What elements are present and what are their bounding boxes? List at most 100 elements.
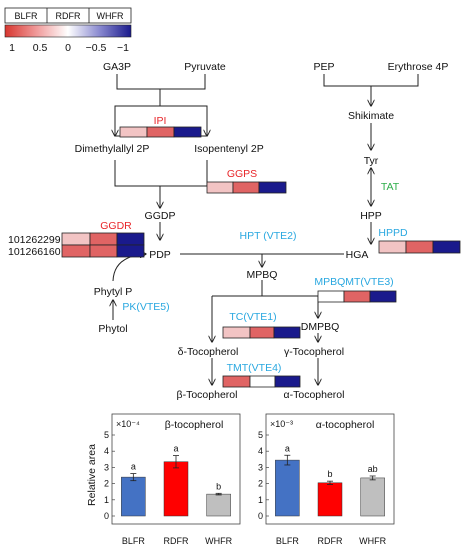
enzyme-ggps: GGPS [227, 168, 257, 180]
metabolite-erythrose-4p: Erythrose 4P [388, 61, 449, 73]
chart-alpha-category-blfr: BLFR [276, 536, 300, 546]
chart-alpha-ytick-label-5: 5 [258, 430, 263, 440]
chart-beta-bar-rdfr [163, 461, 189, 517]
heatmap-ipi-cell-whfr [173, 126, 202, 138]
chart-alpha-letter-whfr: ab [368, 464, 378, 474]
legend-scale-0: 0 [65, 42, 71, 54]
chart-alpha-ytick-label-1: 1 [258, 495, 263, 505]
metabolite-ga3p: GA3P [103, 61, 131, 73]
chart-beta-ytick-label-0: 0 [104, 511, 109, 521]
chart-alpha-ytick-label-0: 0 [258, 511, 263, 521]
bar-charts: Relative area ×10⁻⁴ β-tocopherol 0 1 2 3 4 5 a… [86, 413, 395, 546]
chart-alpha-category-rdfr: RDFR [318, 536, 343, 546]
chart-beta-ytick-label-5: 5 [104, 430, 109, 440]
heatmap-ggdr-row2-cell-whfr [116, 244, 145, 258]
legend-scale-neg-1: −1 [117, 42, 129, 54]
chart-beta-ytick-label-2: 2 [104, 479, 109, 489]
enzyme-ggdr: GGDR [100, 220, 132, 232]
chart-beta-ytick-label-4: 4 [104, 446, 109, 456]
heatmap-tc [222, 326, 301, 339]
heatmaps [61, 126, 461, 388]
metabolite-isopentenyl-2p: Isopentenyl 2P [194, 143, 263, 155]
chart-alpha-ytick-label-3: 3 [258, 462, 263, 472]
chart-alpha-scale-note: ×10⁻³ [270, 419, 293, 429]
chart-alpha-tocopherol: ×10⁻³ α-tocopherol 012345aBLFRbRDFRabWHF… [258, 413, 395, 546]
heatmap-ggdr-row1-cell-blfr [61, 232, 91, 246]
heatmap-hppd-cell-rdfr [405, 240, 434, 254]
enzyme-tat: TAT [381, 181, 400, 193]
heatmap-ggdr-row2-cell-blfr [61, 244, 91, 258]
metabolite-gamma-tocopherol: γ-Tocopherol [284, 346, 344, 358]
heatmap-ggps-cell-rdfr [232, 181, 260, 194]
chart-alpha-letter-rdfr: b [327, 469, 332, 479]
metabolite-pyruvate: Pyruvate [184, 61, 226, 73]
enzyme-tc: TC(VTE1) [229, 311, 276, 323]
legend-header-rdfr: RDFR [56, 11, 81, 21]
chart-beta-category-blfr: BLFR [122, 536, 146, 546]
chart-beta-frame [111, 413, 241, 525]
chart-alpha-ytick-label-2: 2 [258, 479, 263, 489]
heatmap-mpbqmt-cell-whfr [369, 290, 397, 303]
legend-scale-neg-0-5: −0.5 [86, 42, 107, 54]
chart-beta-category-whfr: WHFR [205, 536, 232, 546]
chart-beta-category-rdfr: RDFR [164, 536, 189, 546]
legend: BLFR RDFR WHFR 1 0.5 0 −0.5 −1 [4, 7, 132, 54]
chart-alpha-bar-whfr [360, 477, 385, 517]
heatmap-ipi-cell-blfr [119, 126, 148, 138]
metabolite-tyr: Tyr [364, 155, 379, 167]
heatmap-ggps-cell-whfr [258, 181, 287, 194]
heatmap-tmt-cell-whfr [274, 375, 301, 388]
chart-beta-letter-whfr: b [216, 481, 221, 491]
metabolite-shikimate: Shikimate [348, 110, 394, 122]
heatmap-hppd-cell-blfr [378, 240, 407, 254]
metabolite-hpp: HPP [360, 210, 382, 222]
metabolite-dmpbq: DMPBQ [301, 321, 340, 333]
heatmap-tc-cell-whfr [273, 326, 301, 339]
heatmap-mpbqmt-cell-blfr [317, 290, 345, 303]
metabolite-beta-tocopherol: β-Tocopherol [177, 389, 238, 401]
chart-ylabel: Relative area [86, 444, 98, 506]
chart-beta-scale-note: ×10⁻⁴ [116, 419, 140, 429]
chart-beta-title: β-tocopherol [165, 419, 224, 431]
gene-id-101266160: 101266160 [8, 246, 61, 258]
heatmap-ggdr-row1-cell-whfr [116, 232, 145, 246]
enzyme-labels: IPI GGPS TAT GGDR HPT (VTE2) HPPD MPBQMT… [8, 115, 408, 374]
chart-beta-bar-blfr [121, 476, 146, 517]
metabolite-delta-tocopherol: δ-Tocopherol [178, 346, 239, 358]
enzyme-ipi: IPI [154, 115, 167, 127]
chart-alpha-bar-blfr [275, 459, 300, 517]
heatmap-ipi-cell-rdfr [146, 126, 175, 138]
heatmap-ipi [119, 126, 202, 138]
enzyme-tmt: TMT(VTE4) [227, 362, 282, 374]
metabolite-dimethylallyl-2p: Dimethylallyl 2P [75, 143, 150, 155]
metabolite-ggdp: GGDP [145, 210, 176, 222]
enzyme-hppd: HPPD [378, 227, 408, 239]
metabolite-mpbq: MPBQ [247, 269, 278, 281]
heatmap-ggps [206, 181, 287, 194]
metabolite-hga: HGA [346, 249, 369, 261]
metabolite-pdp: PDP [149, 249, 171, 261]
enzyme-pk: PK(VTE5) [122, 301, 169, 313]
chart-alpha-frame [265, 413, 395, 525]
metabolite-phytyl-p: Phytyl P [94, 286, 133, 298]
metabolite-alpha-tocopherol: α-Tocopherol [284, 389, 345, 401]
pathway-connectors [113, 74, 419, 385]
heatmap-hppd [378, 240, 461, 254]
heatmap-ggdr-row2-cell-rdfr [89, 244, 118, 258]
heatmap-ggps-cell-blfr [206, 181, 234, 194]
chart-alpha-title: α-tocopherol [316, 419, 375, 431]
chart-alpha-ytick-label-4: 4 [258, 446, 263, 456]
chart-beta-letter-blfr: a [131, 462, 136, 472]
heatmap-tc-cell-rdfr [249, 326, 275, 339]
legend-scale-1: 1 [9, 42, 15, 54]
metabolite-pep: PEP [313, 61, 334, 73]
chart-beta-bar-whfr [206, 493, 231, 517]
heatmap-tc-cell-blfr [222, 326, 251, 339]
legend-gradient-bar [4, 24, 132, 38]
heatmap-hppd-cell-whfr [432, 240, 461, 254]
chart-beta-ytick-label-3: 3 [104, 462, 109, 472]
legend-header-blfr: BLFR [14, 11, 38, 21]
chart-beta-letter-rdfr: a [173, 444, 178, 454]
